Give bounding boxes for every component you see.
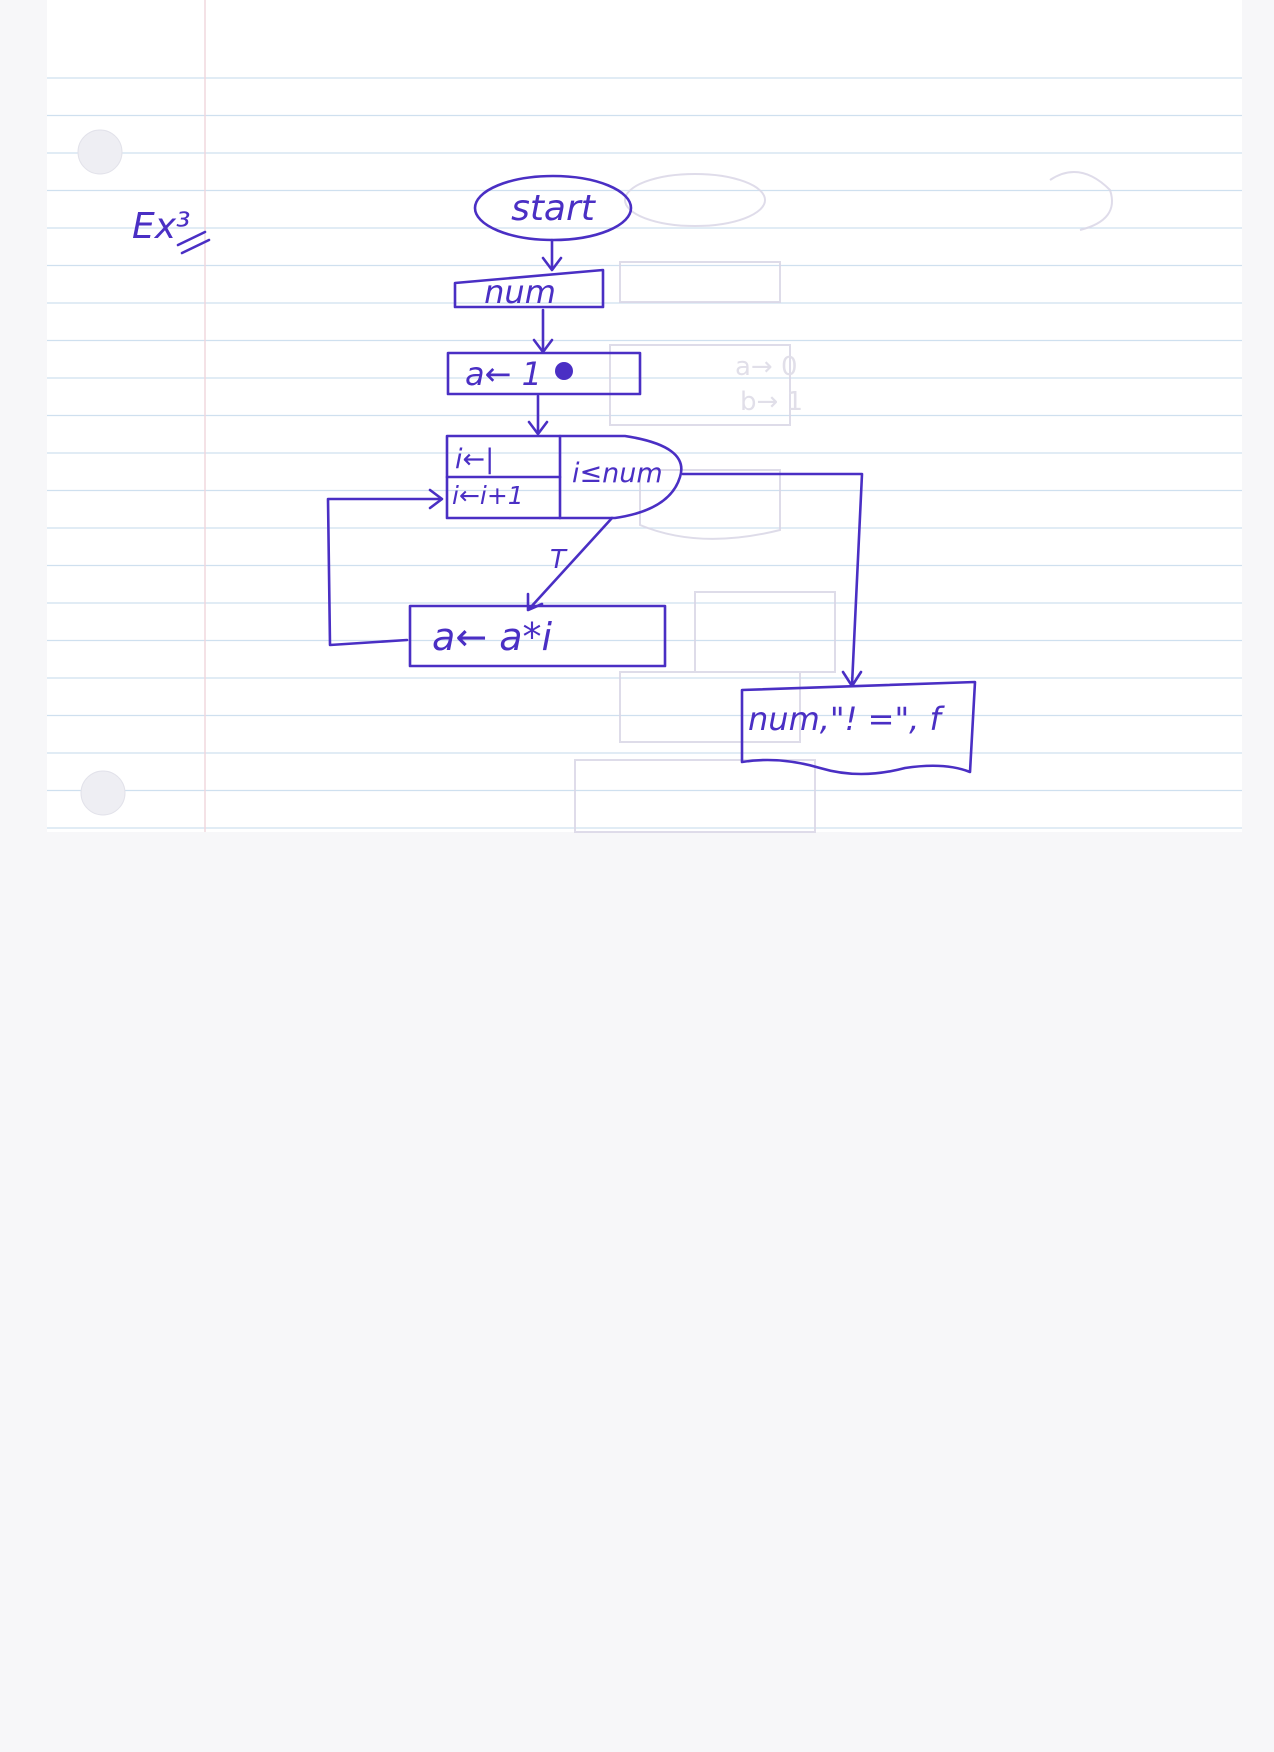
start-terminator: start <box>473 174 633 242</box>
arrow-start-to-input <box>541 238 563 272</box>
svg-text:b→ 1: b→ 1 <box>740 387 803 417</box>
input-label: num <box>484 273 556 311</box>
loop-condition-label: i≤num <box>572 458 663 489</box>
body-label: a← a*i <box>432 615 552 659</box>
arrow-true-branch: T <box>526 516 614 612</box>
bleed-through: a→ 0 b→ 1 <box>574 171 1113 833</box>
scribble-blot <box>555 362 573 380</box>
loop-block: i←| i←i+1 i≤num <box>445 434 683 520</box>
exercise-title: Ex³ <box>132 206 211 255</box>
svg-text:a→ 0: a→ 0 <box>735 352 798 382</box>
init-label: a← 1 <box>465 355 542 393</box>
output-document: num,"! =", f <box>740 680 977 776</box>
loop-init-label: i←| <box>455 444 494 475</box>
input-box: num <box>453 268 605 311</box>
arrow-init-to-loop <box>527 394 549 436</box>
true-label: T <box>550 545 568 575</box>
init-process-box: a← 1 <box>446 351 642 396</box>
binder-hole-top <box>77 129 123 175</box>
binder-hole-bottom <box>80 770 126 816</box>
body-process-box: a← a*i <box>408 604 667 668</box>
loop-step-label: i←i+1 <box>452 481 524 510</box>
notebook-paper <box>47 0 1242 832</box>
arrow-loop-back <box>326 488 444 647</box>
start-label: start <box>511 188 597 229</box>
output-label: num,"! =", f <box>748 700 946 738</box>
exercise-title-text: Ex³ <box>132 206 190 247</box>
